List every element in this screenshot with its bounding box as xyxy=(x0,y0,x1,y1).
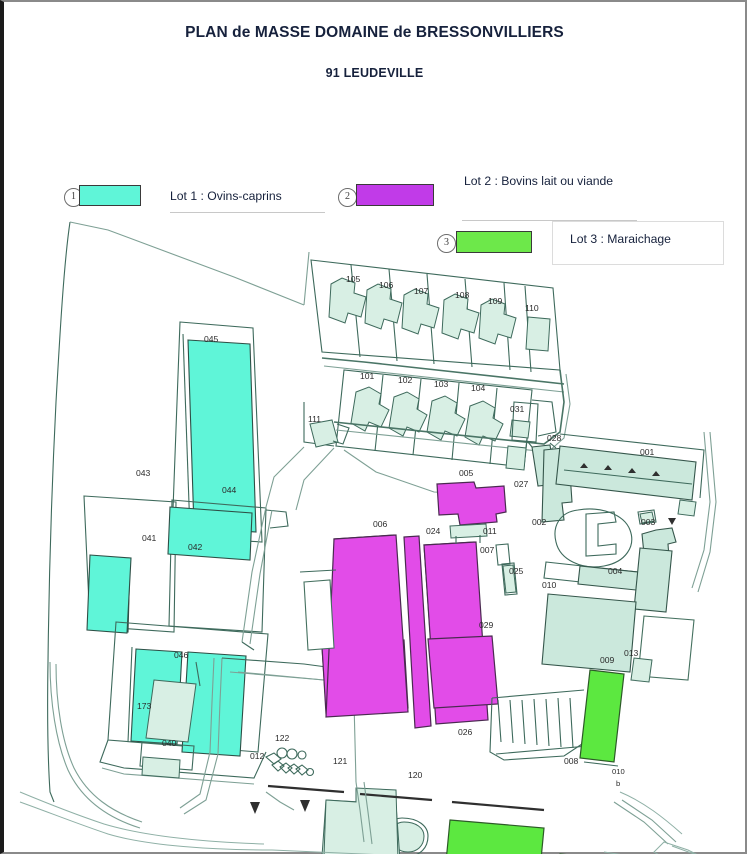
svg-text:044: 044 xyxy=(222,485,237,495)
svg-text:004: 004 xyxy=(608,566,623,576)
svg-text:025: 025 xyxy=(509,566,524,576)
svg-text:103: 103 xyxy=(434,379,449,389)
svg-text:012: 012 xyxy=(250,751,265,761)
svg-text:028: 028 xyxy=(547,433,562,443)
legend-marker-3: 3 xyxy=(437,234,456,253)
svg-text:001: 001 xyxy=(640,447,655,457)
svg-text:013: 013 xyxy=(624,648,639,658)
svg-text:010: 010 xyxy=(612,767,625,776)
svg-text:005: 005 xyxy=(459,468,474,478)
legend-rule-2 xyxy=(462,220,637,221)
svg-text:111: 111 xyxy=(308,414,321,424)
svg-text:107: 107 xyxy=(414,286,429,296)
svg-text:040: 040 xyxy=(162,738,177,748)
svg-text:042: 042 xyxy=(188,542,203,552)
svg-text:104: 104 xyxy=(471,383,486,393)
svg-text:173: 173 xyxy=(137,701,152,711)
site-plan-map: .o { fill:none; stroke:#3e6a5c; stroke-w… xyxy=(4,102,747,854)
svg-text:106: 106 xyxy=(379,280,394,290)
svg-text:041: 041 xyxy=(142,533,157,543)
svg-text:011: 011 xyxy=(483,526,497,536)
svg-text:007: 007 xyxy=(480,545,495,555)
svg-text:009: 009 xyxy=(600,655,615,665)
svg-text:120: 120 xyxy=(408,770,423,780)
svg-text:043: 043 xyxy=(136,468,151,478)
svg-text:029: 029 xyxy=(479,620,494,630)
svg-text:109: 109 xyxy=(488,296,503,306)
svg-text:046: 046 xyxy=(174,650,189,660)
svg-text:105: 105 xyxy=(346,274,361,284)
svg-text:101: 101 xyxy=(360,371,375,381)
legend-swatch-lot2 xyxy=(356,184,434,206)
legend-label-lot3: Lot 3 : Maraichage xyxy=(570,232,671,246)
legend-label-lot2: Lot 2 : Bovins lait ou viande xyxy=(464,174,614,188)
svg-text:102: 102 xyxy=(398,375,413,385)
svg-text:026: 026 xyxy=(458,727,473,737)
page-subtitle: 91 LEUDEVILLE xyxy=(325,66,424,80)
legend-swatch-lot3 xyxy=(456,231,532,253)
svg-text:008: 008 xyxy=(564,756,579,766)
svg-text:006: 006 xyxy=(373,519,388,529)
svg-text:002: 002 xyxy=(532,517,547,527)
svg-text:024: 024 xyxy=(426,526,441,536)
svg-text:031: 031 xyxy=(510,404,525,414)
legend-marker-2: 2 xyxy=(338,188,357,207)
svg-text:110: 110 xyxy=(525,303,539,313)
legend-swatch-lot1 xyxy=(79,185,141,206)
svg-text:010: 010 xyxy=(542,580,557,590)
page-title: PLAN de MASSE DOMAINE de BRESSONVILLIERS xyxy=(185,24,564,41)
legend-rule-1 xyxy=(170,212,325,213)
svg-text:122: 122 xyxy=(275,733,290,743)
legend-label-lot1: Lot 1 : Ovins-caprins xyxy=(170,189,282,203)
legend-box-lot3 xyxy=(552,221,724,265)
svg-text:003: 003 xyxy=(641,517,656,527)
svg-text:108: 108 xyxy=(455,290,470,300)
svg-text:b: b xyxy=(616,779,620,788)
svg-text:121: 121 xyxy=(333,756,348,766)
svg-text:027: 027 xyxy=(514,479,529,489)
svg-text:045: 045 xyxy=(204,334,219,344)
